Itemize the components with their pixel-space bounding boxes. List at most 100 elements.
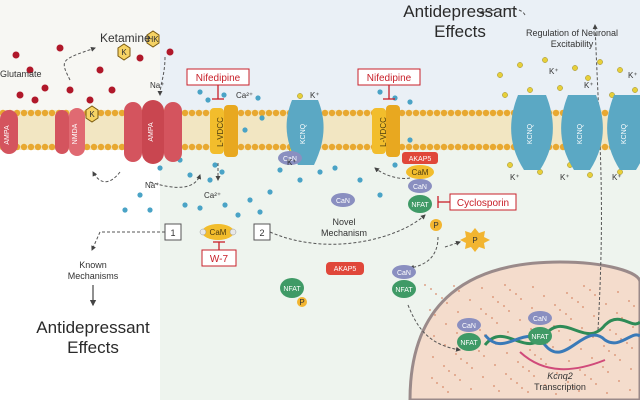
potassium-dot [542,57,548,63]
lipid-head [356,109,364,117]
lipid-head [440,109,448,117]
arrow-regulation-effects [479,9,496,15]
nucleus-speck [492,296,494,298]
lipid-head [356,143,364,151]
glutamate-dot [56,44,64,52]
nifedipine-right-label: Nifedipine [367,73,412,84]
nucleus-speck [602,366,604,368]
k-label-r3: K⁺ [628,71,638,80]
nucleus-speck [580,348,582,350]
ampa-receptor-left: AMPA [0,110,18,154]
nucleus-speck [545,363,547,365]
nfat-nuc-2-label: NFAT [531,334,549,341]
k-label-r2: K⁺ [584,81,594,90]
can-free-2: CaN [331,193,355,207]
glutamate-dot [136,54,144,62]
glutamate-dot [66,86,74,94]
path-phosphate [444,240,461,248]
nfat-phosphorylated: NFAT P [280,278,307,307]
nucleus-speck [606,392,608,394]
calcium-dot [205,97,211,103]
nucleus-speck [458,290,460,292]
nucleus-speck [593,315,595,317]
calcium-dot [197,205,203,211]
nucleus-speck [558,330,560,332]
lipid-head [237,109,245,117]
nucleus-speck [594,294,596,296]
nucleus-speck [430,288,432,290]
lipid-head [251,109,259,117]
phosphate-released: P [460,228,490,252]
kcnq-right-3: KCNQ [607,95,640,170]
nucleus-speck [552,346,554,348]
nmda-label: NMDA [72,123,79,144]
transcription-label: Transcription [534,382,586,392]
nucleus-speck [531,307,533,309]
glutamate-dot [41,84,49,92]
lipid-head [27,143,35,151]
nfat-cyto-label: NFAT [395,287,413,294]
lipid-head [48,143,56,151]
nucleus-speck [565,313,567,315]
nucleus-speck [442,386,444,388]
lipid-head [272,143,280,151]
akap-nfat-label: NFAT [411,202,429,209]
lipid-head [552,143,560,151]
lipid-head [244,109,252,117]
nucleus-speck [571,297,573,299]
nucleus-speck [491,317,493,319]
path-hk-ampa [157,56,166,96]
nucleus-speck [540,358,542,360]
ketamine-token: K [117,43,131,61]
ca-label-top: Ca²⁺ [236,91,253,100]
lipid-head [482,143,490,151]
potassium-dot [587,172,593,178]
glutamate-dot [26,66,34,74]
nucleus-speck [527,391,529,393]
nucleus-speck [445,323,447,325]
calcium-dot [377,192,383,198]
path-akap-ltype [374,167,411,179]
lipid-head [412,143,420,151]
kcnq-right-2-label: KCNQ [577,123,584,144]
ketamine-bound-nmda: K [85,105,99,123]
lipid-head [454,109,462,117]
gene-label: Kcnq2 [547,371,573,381]
nifedipine-left-label: Nifedipine [196,73,241,84]
nucleus-speck [493,385,495,387]
akap-p-label: P [433,221,438,230]
calcium-dot [267,189,273,195]
nucleus-speck [628,300,630,302]
potassium-dot [502,92,508,98]
lipid-head [447,109,455,117]
lipid-head [475,143,483,151]
nucleus-speck [424,284,426,286]
can-free-1: CaN [278,151,302,165]
nucleus-speck [605,303,607,305]
akap5-free: AKAP5 [326,262,364,275]
lipid-head [503,143,511,151]
lipid-head [27,109,35,117]
nucleus-speck [614,354,616,356]
glutamate-molecules [12,44,174,104]
nucleus-speck [629,389,631,391]
can-free-1-label: CaN [283,156,297,163]
nucleus-speck [507,331,509,333]
nucleus-speck [444,344,446,346]
lipid-head [363,109,371,117]
marker-2: 2 [253,223,271,241]
calcium-dot [317,169,323,175]
lipid-head [118,109,126,117]
nucleus-speck [435,293,437,295]
lipid-head [188,143,196,151]
lipid-head [20,109,28,117]
calcium-ions [122,89,413,218]
calcium-dot [219,169,225,175]
lipid-head [440,143,448,151]
nucleus-speck [568,360,570,362]
nucleus-speck [470,388,472,390]
lipid-head [104,143,112,151]
akap-can-label: CaN [413,184,427,191]
